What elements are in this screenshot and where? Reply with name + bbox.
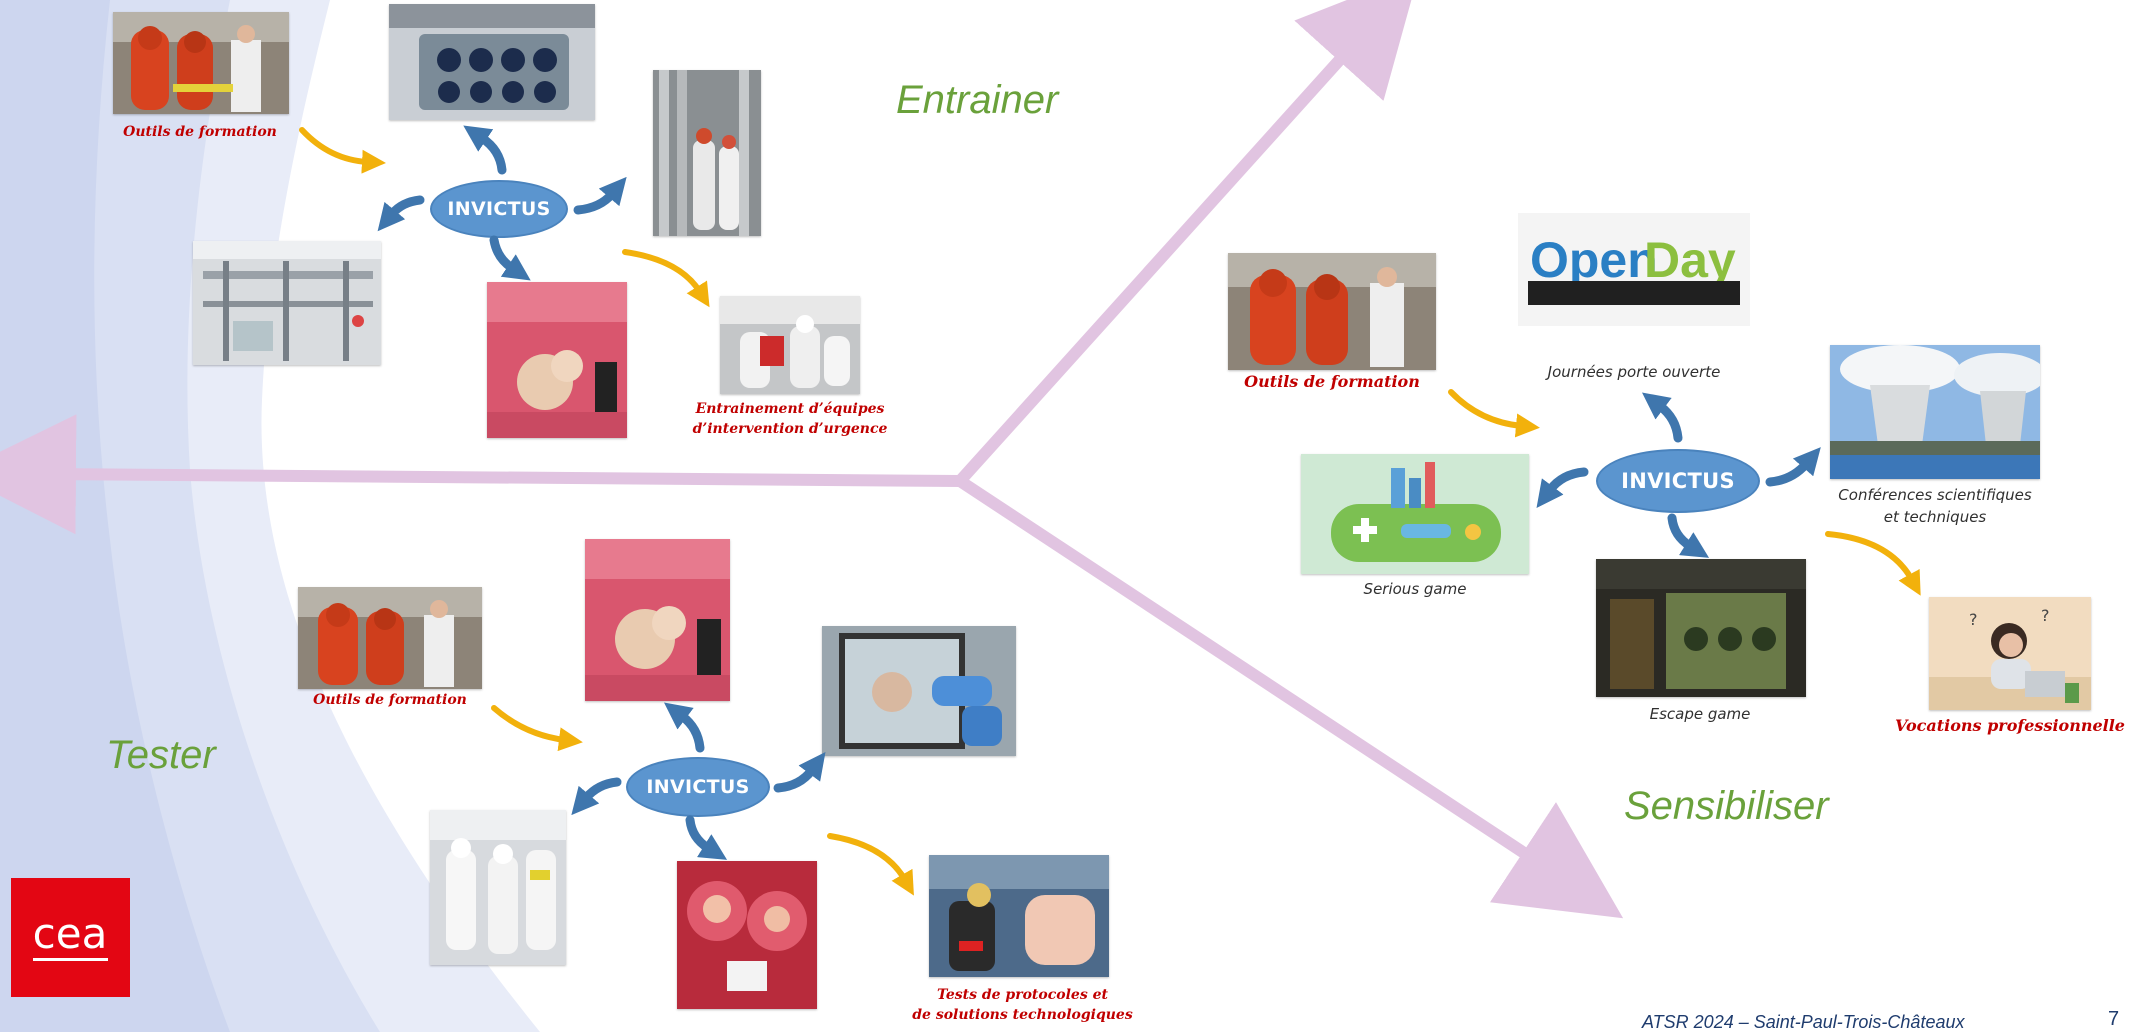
openday-logo: Open Day — [1518, 213, 1750, 326]
caption-emergency-line2: d’intervention d’urgence — [692, 421, 888, 437]
section-title-awareness: Sensibiliser — [1624, 784, 1829, 828]
invictus-hub-train: INVICTUS — [430, 180, 568, 238]
caption-conferences: Conférences scientifiques et techniques — [1820, 484, 2050, 528]
caption-emergency-training: Entrainement d’équipes d’intervention d’… — [690, 399, 890, 439]
photo-nuclear-plant — [1830, 345, 2040, 479]
caption-protocols-line2: de solutions technologiques — [912, 1007, 1133, 1023]
photo-glovebox-worker — [822, 626, 1016, 756]
caption-vocations: Vocations professionnelle — [1895, 716, 2125, 735]
caption-protocols: Tests de protocoles et de solutions tech… — [910, 985, 1135, 1025]
photo-training-suits-3 — [1228, 253, 1436, 370]
photo-pipes-workers — [653, 70, 761, 236]
caption-conferences-line2: et techniques — [1883, 508, 1987, 526]
section-title-train: Entrainer — [896, 78, 1059, 122]
openday-logo-open: Open — [1530, 232, 1658, 288]
photo-pink-tent-2 — [585, 539, 730, 701]
openday-logo-day: Day — [1644, 232, 1736, 288]
caption-protocols-line1: Tests de protocoles et — [937, 987, 1108, 1003]
svg-text:?: ? — [2041, 606, 2050, 625]
section-title-test: Tester — [106, 733, 216, 777]
cea-logo-text: cea — [33, 909, 108, 958]
caption-aware-tools: Outils de formation — [1244, 372, 1420, 391]
caption-escape-game: Escape game — [1649, 705, 1751, 723]
svg-text:?: ? — [1969, 610, 1978, 629]
caption-test-tools: Outils de formation — [313, 692, 467, 708]
photo-pink-tent — [487, 282, 627, 438]
photo-emergency-team — [720, 296, 860, 394]
photo-white-suits — [430, 810, 566, 965]
footer-page-number: 7 — [2108, 1008, 2120, 1030]
caption-open-house: Journées porte ouverte — [1547, 363, 1721, 381]
caption-emergency-line1: Entrainement d’équipes — [695, 401, 885, 417]
photo-glovebox — [389, 4, 595, 120]
invictus-hub-aware: INVICTUS — [1596, 449, 1760, 513]
cea-logo: cea — [11, 878, 130, 997]
photo-training-suits-2 — [298, 587, 482, 689]
footer-event: ATSR 2024 – Saint-Paul-Trois-Châteaux — [1642, 1012, 1965, 1032]
invictus-hub-test: INVICTUS — [626, 757, 770, 817]
photo-lab-room — [193, 241, 381, 365]
photo-serious-game — [1301, 454, 1529, 574]
caption-conferences-line1: Conférences scientifiques — [1838, 486, 2032, 504]
caption-serious-game: Serious game — [1363, 580, 1467, 598]
caption-training-tools: Outils de formation — [123, 124, 277, 140]
photo-escape-game — [1596, 559, 1806, 697]
photo-vocations: ?? — [1929, 597, 2091, 710]
photo-red-suits-closeup — [677, 861, 817, 1009]
photo-protocol-tests — [929, 855, 1109, 977]
photo-training-suits-1 — [113, 12, 289, 114]
